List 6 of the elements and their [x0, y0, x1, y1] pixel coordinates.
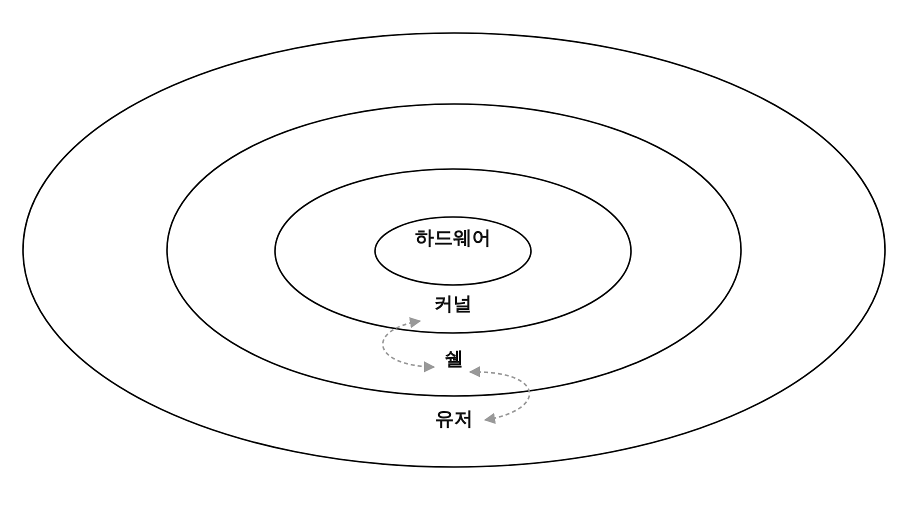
- double-arrow: [382, 318, 436, 372]
- layer-label: 하드웨어: [415, 226, 491, 250]
- layer-label: 커널: [434, 292, 472, 316]
- layer-label: 쉘: [444, 347, 464, 371]
- double-arrow: [468, 366, 530, 424]
- layer-label: 유저: [435, 407, 473, 431]
